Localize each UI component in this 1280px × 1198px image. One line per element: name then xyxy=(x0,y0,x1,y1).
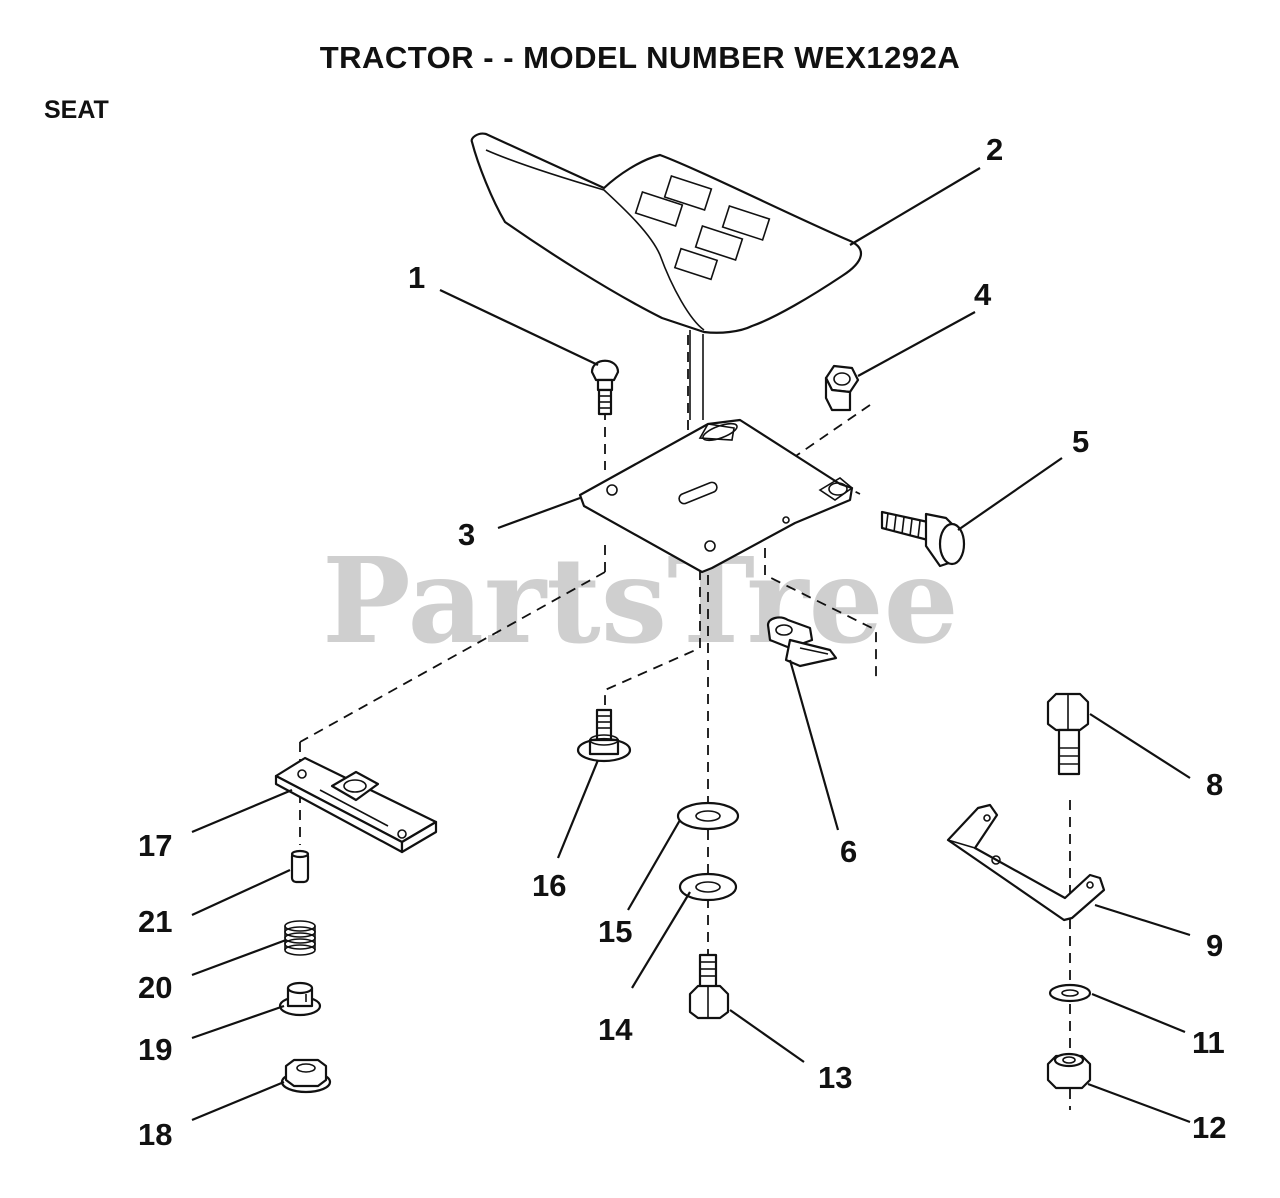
seat-bracket-part-3 xyxy=(578,418,854,574)
callout-8: 8 xyxy=(1206,767,1223,802)
slide-rail-part-17 xyxy=(274,756,438,854)
clip-part-6 xyxy=(766,616,838,668)
lock-washer-part-14 xyxy=(678,872,738,902)
callout-9: 9 xyxy=(1206,928,1223,963)
callout-13: 13 xyxy=(818,1060,852,1095)
callout-4: 4 xyxy=(974,277,992,312)
callout-21: 21 xyxy=(138,904,172,939)
callout-16: 16 xyxy=(532,868,566,903)
lock-nut-part-12 xyxy=(1046,1052,1092,1090)
callout-3: 3 xyxy=(458,517,475,552)
hex-bolt-part-13 xyxy=(688,953,730,1020)
callout-20: 20 xyxy=(138,970,172,1005)
shoulder-bolt-part-16 xyxy=(576,708,632,763)
callout-6: 6 xyxy=(840,834,857,869)
section-label: SEAT xyxy=(44,96,109,124)
hex-bolt-part-5 xyxy=(880,510,966,568)
callout-1: 1 xyxy=(408,260,425,295)
callout-5: 5 xyxy=(1072,424,1089,459)
callout-labels: 1 2 3 4 5 6 8 9 11 12 13 14 15 16 17 21 … xyxy=(138,132,1226,1152)
washer-part-11 xyxy=(1048,983,1092,1003)
callout-18: 18 xyxy=(138,1117,172,1152)
callout-19: 19 xyxy=(138,1032,172,1067)
seat-part-2 xyxy=(470,132,862,420)
carriage-bolt-part-1 xyxy=(590,359,620,416)
flange-nut-part-18 xyxy=(280,1058,332,1094)
washer-part-15 xyxy=(676,801,740,831)
leader-lines xyxy=(191,167,1191,1124)
spring-part-20 xyxy=(284,920,316,956)
callout-15: 15 xyxy=(598,914,632,949)
diagram-title: TRACTOR - - MODEL NUMBER WEX1292A xyxy=(319,40,961,75)
callout-17: 17 xyxy=(138,828,172,863)
pin-part-21 xyxy=(290,849,310,884)
callout-2: 2 xyxy=(986,132,1003,167)
hex-bolt-part-8 xyxy=(1046,692,1090,776)
callout-14: 14 xyxy=(598,1012,633,1047)
bushing-part-19 xyxy=(278,981,322,1017)
angle-bracket-part-9 xyxy=(946,803,1106,922)
watermark: PartsTree xyxy=(322,531,959,670)
callout-11: 11 xyxy=(1192,1025,1225,1060)
callout-12: 12 xyxy=(1192,1110,1226,1145)
nut-part-4 xyxy=(824,364,860,412)
